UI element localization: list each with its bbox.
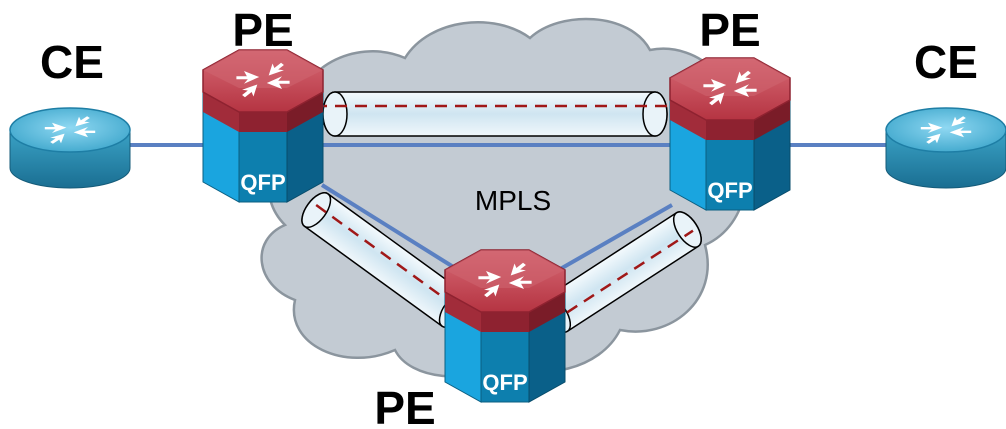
links bbox=[120, 143, 892, 274]
pe-left-router: QFP bbox=[203, 50, 323, 202]
link-pe-left-pe-bottom bbox=[320, 183, 457, 270]
router-arrows-icon bbox=[886, 108, 1006, 188]
cloud-label: MPLS bbox=[475, 185, 551, 216]
pe-right-label: PE bbox=[699, 4, 760, 56]
qfp-bottom-label: QFP bbox=[482, 370, 527, 395]
tunnel-top bbox=[315, 91, 700, 137]
pe-right-router: QFP bbox=[670, 58, 790, 210]
ce-right-router bbox=[886, 108, 1006, 188]
qfp-left-label: QFP bbox=[240, 170, 285, 195]
pe-bottom-router: QFP bbox=[445, 250, 565, 402]
ce-left-label: CE bbox=[40, 36, 104, 88]
pe-left-label: PE bbox=[232, 4, 293, 56]
pe-bottom-label: PE bbox=[374, 382, 435, 429]
router-arrows-icon bbox=[10, 108, 130, 188]
ce-left-router bbox=[10, 108, 130, 188]
tunnel-icon bbox=[322, 91, 668, 137]
ce-right-label: CE bbox=[914, 36, 978, 88]
link-pe-right-pe-bottom bbox=[554, 203, 673, 274]
qfp-right-label: QFP bbox=[707, 178, 752, 203]
